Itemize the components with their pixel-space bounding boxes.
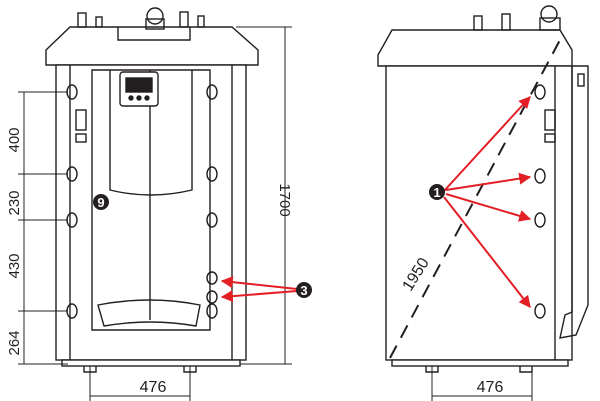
callout-1-label: 1 <box>433 185 440 200</box>
side-attached-panel <box>559 65 589 339</box>
dim-264-label: 264 <box>6 330 23 355</box>
callout-9-label: 9 <box>97 195 104 210</box>
dim-430-label: 430 <box>6 253 23 278</box>
front-top-fittings <box>77 7 205 41</box>
front-base <box>61 359 241 367</box>
callout-1: 1 <box>429 96 532 308</box>
side-base <box>391 359 569 367</box>
dim-1700-label: 1700 <box>276 183 293 216</box>
front-height-dimension <box>236 26 292 365</box>
callout-3: 3 <box>220 276 312 303</box>
side-width-dimension <box>431 366 533 401</box>
front-width-dimension <box>89 366 191 401</box>
side-diagonal-dimension <box>389 39 561 359</box>
front-bottom-handle <box>97 299 201 327</box>
dim-400-label: 400 <box>6 127 23 152</box>
dim-476-side-label: 476 <box>477 379 504 396</box>
callout-3-label: 3 <box>300 283 307 298</box>
control-display <box>119 71 159 107</box>
front-view <box>18 7 292 401</box>
front-right-connections <box>206 84 218 319</box>
front-panel <box>91 69 211 331</box>
side-view <box>377 5 589 401</box>
front-left-dimension-chain <box>18 91 68 365</box>
front-top-cap <box>45 26 259 66</box>
side-top-fittings <box>473 5 561 31</box>
callout-9: 9 <box>93 194 109 210</box>
front-body <box>55 64 247 361</box>
side-top-cap <box>377 29 573 67</box>
dim-476-front-label: 476 <box>140 379 167 396</box>
side-connections <box>534 84 546 319</box>
dim-230-label: 230 <box>6 190 23 215</box>
